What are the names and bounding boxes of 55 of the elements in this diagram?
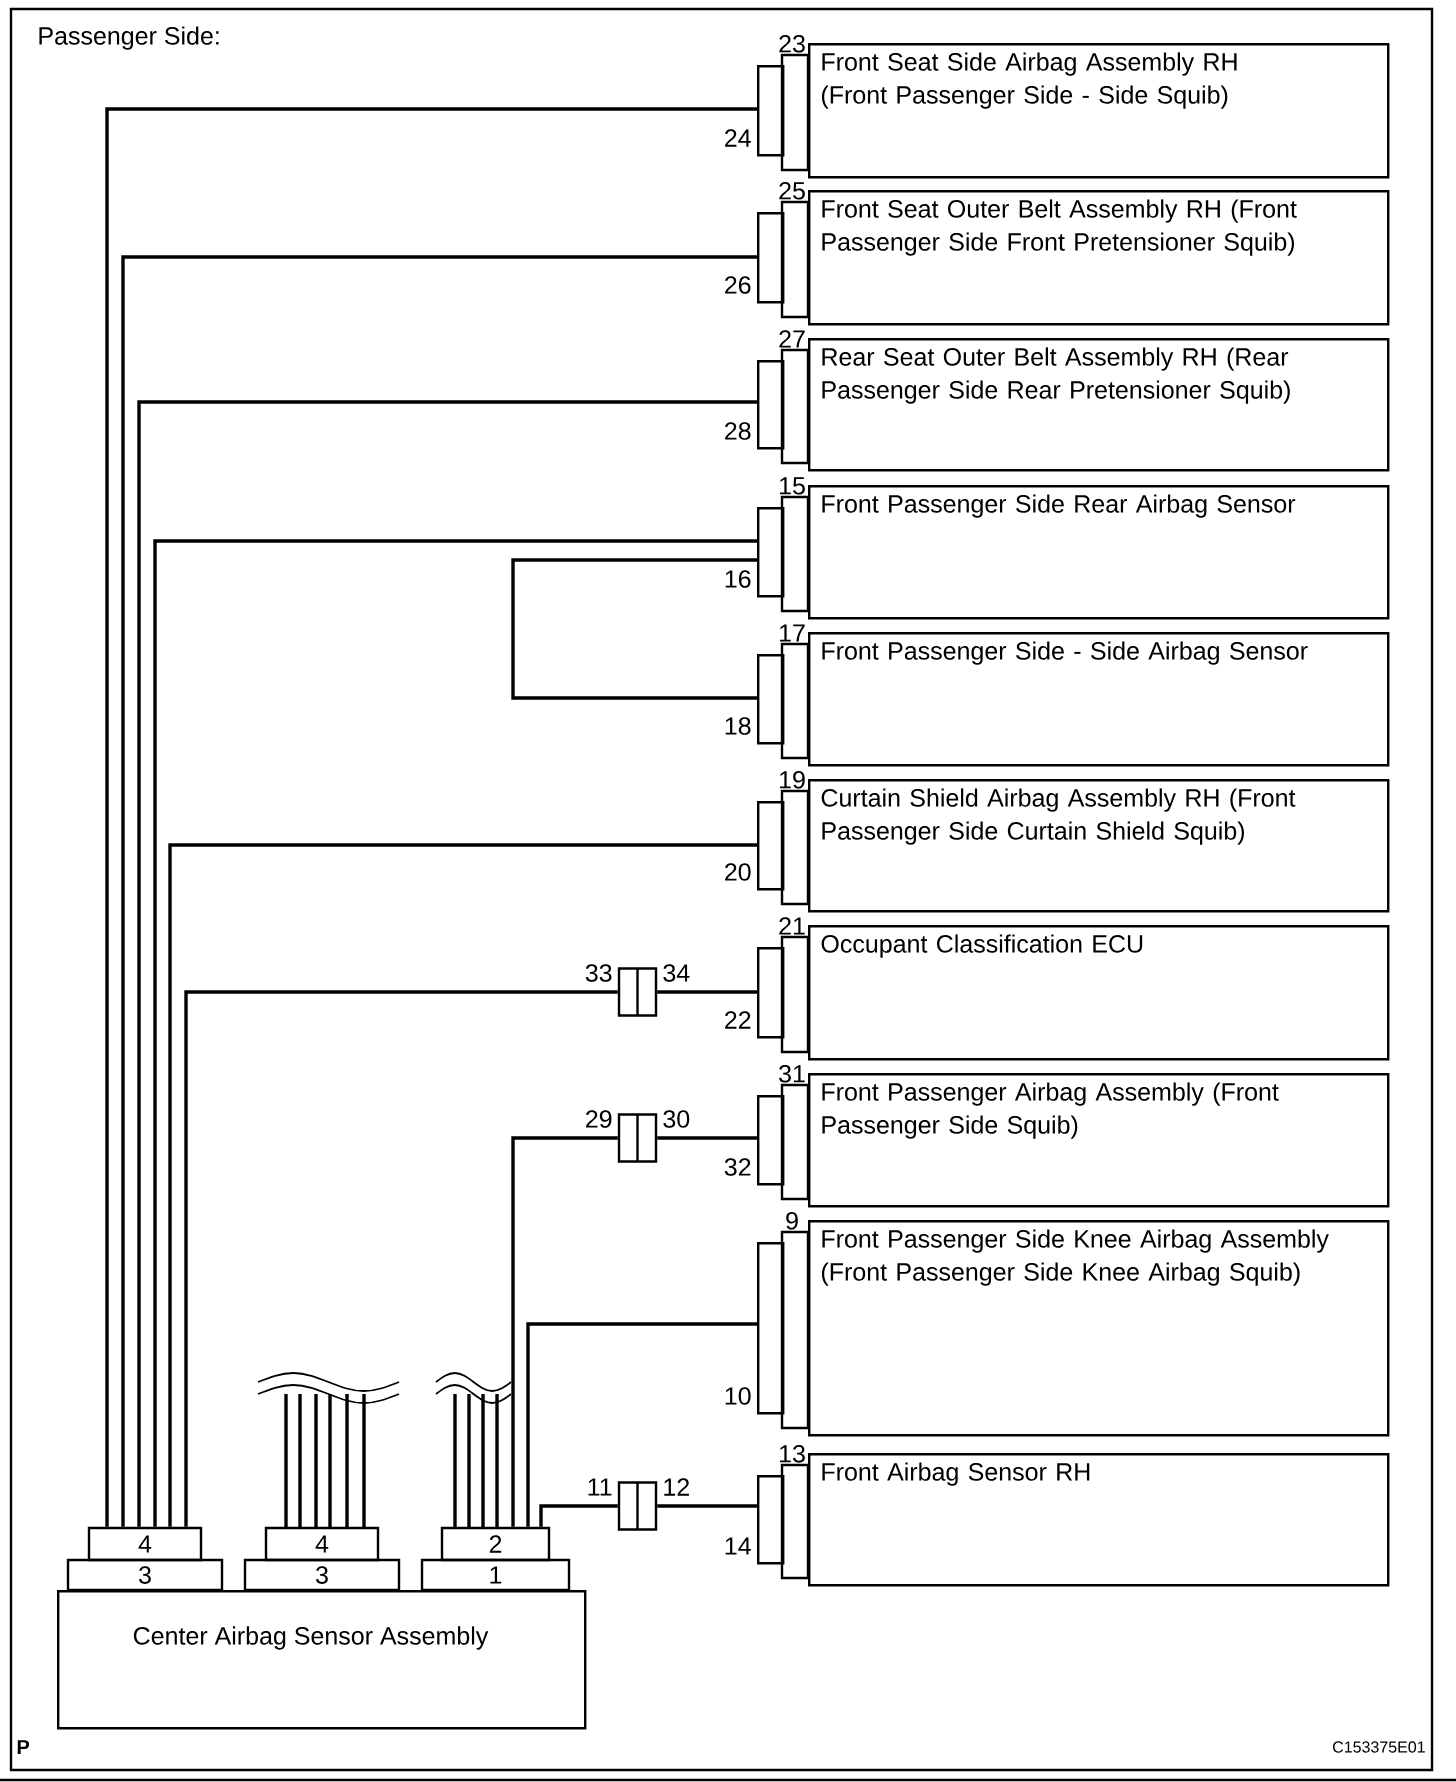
connector-block: 2 (440, 1526, 551, 1562)
pin-number: 23 (779, 34, 805, 53)
wire (511, 558, 757, 700)
component-box: Rear Seat Outer Belt Assembly RH (Rear Passenger Side Rear Pretensioner Squib) (808, 338, 1390, 472)
wire (511, 1136, 618, 1527)
component-box: Front Passenger Side Rear Airbag Sensor (808, 485, 1390, 620)
pin-number: 12 (664, 1478, 689, 1496)
pin-number: 28 (725, 422, 751, 440)
pin-number: 21 (779, 917, 805, 935)
connector-block: 1 (420, 1558, 571, 1592)
pin-number: 11 (588, 1478, 612, 1496)
component-box: Front Seat Side Airbag Assembly RH (Front Passenger Side - Side Squib) (808, 43, 1390, 179)
component-box: Front Passenger Airbag Assembly (Front Passenger Side Squib) (808, 1073, 1390, 1208)
pin-number: 17 (780, 624, 805, 642)
pin-number: 29 (586, 1110, 612, 1128)
sensor-assembly-box: Center Airbag Sensor Assembly (57, 1590, 587, 1730)
wire (539, 1504, 618, 1527)
pin-number: 30 (663, 1110, 690, 1128)
pin-number: 26 (725, 276, 751, 294)
wire (657, 1136, 757, 1140)
pin-number: 14 (725, 1537, 751, 1555)
wire (184, 990, 618, 1527)
wire (657, 990, 757, 994)
pin-number: 34 (663, 964, 690, 982)
pin-number: 33 (585, 964, 612, 982)
pin-number: 25 (779, 181, 805, 200)
pin-number: 32 (724, 1158, 751, 1176)
pin-number: 24 (725, 129, 751, 147)
wire (657, 1504, 757, 1508)
pin-number: 13 (780, 1444, 805, 1463)
connector-block: 4 (87, 1526, 203, 1562)
wire (168, 843, 757, 1527)
pin-number: 22 (725, 1011, 751, 1029)
connector-block: 3 (243, 1558, 401, 1592)
component-box: Occupant Classification ECU (808, 925, 1390, 1061)
connector-block: 3 (66, 1558, 224, 1592)
component-box: Front Airbag Sensor RH (808, 1453, 1390, 1587)
wire (526, 1322, 757, 1527)
component-box: Front Seat Outer Belt Assembly RH (Front Passenger Side Front Pretensioner Squib) (808, 190, 1390, 326)
pin-number: 19 (780, 770, 805, 789)
pin-number: 31 (779, 1064, 805, 1083)
pin-number: 15 (780, 477, 805, 495)
page-letter: P (17, 1740, 30, 1754)
pin-number: 27 (779, 330, 805, 348)
pin-number: 18 (725, 717, 751, 735)
pin-number: 9 (786, 1211, 798, 1230)
component-box: Front Passenger Side - Side Airbag Sensor (808, 632, 1390, 767)
pin-number: 10 (725, 1387, 751, 1405)
component-box: Front Passenger Side Knee Airbag Assembly (Front Passenger Side Knee Airbag Squib) (808, 1220, 1390, 1437)
figure-code: C153375E01 (1333, 1741, 1425, 1753)
component-box: Curtain Shield Airbag Assembly RH (Front Passenger Side Curtain Shield Squib) (808, 779, 1390, 913)
pin-number: 20 (725, 863, 751, 881)
pin-number: 16 (725, 570, 751, 588)
connector-block: 4 (264, 1526, 380, 1562)
heading: Passenger Side: (39, 26, 219, 50)
